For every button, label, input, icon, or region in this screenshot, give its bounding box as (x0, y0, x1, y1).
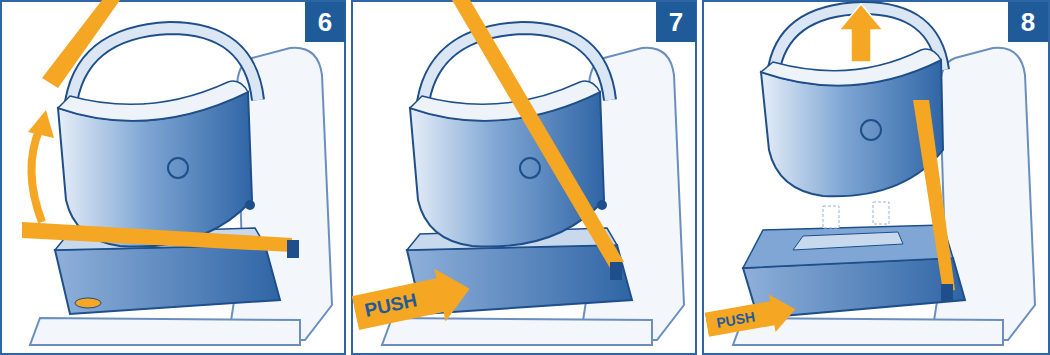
push-arrow: PUSH (350, 262, 476, 339)
push-arrow: PUSH (703, 290, 798, 343)
step-number: 8 (1021, 7, 1035, 38)
step-number-badge: 6 (305, 2, 345, 42)
step-number-badge: 7 (656, 2, 696, 42)
step-number: 6 (318, 7, 332, 38)
step-number: 7 (669, 7, 683, 38)
step-number-badge: 8 (1008, 2, 1048, 42)
